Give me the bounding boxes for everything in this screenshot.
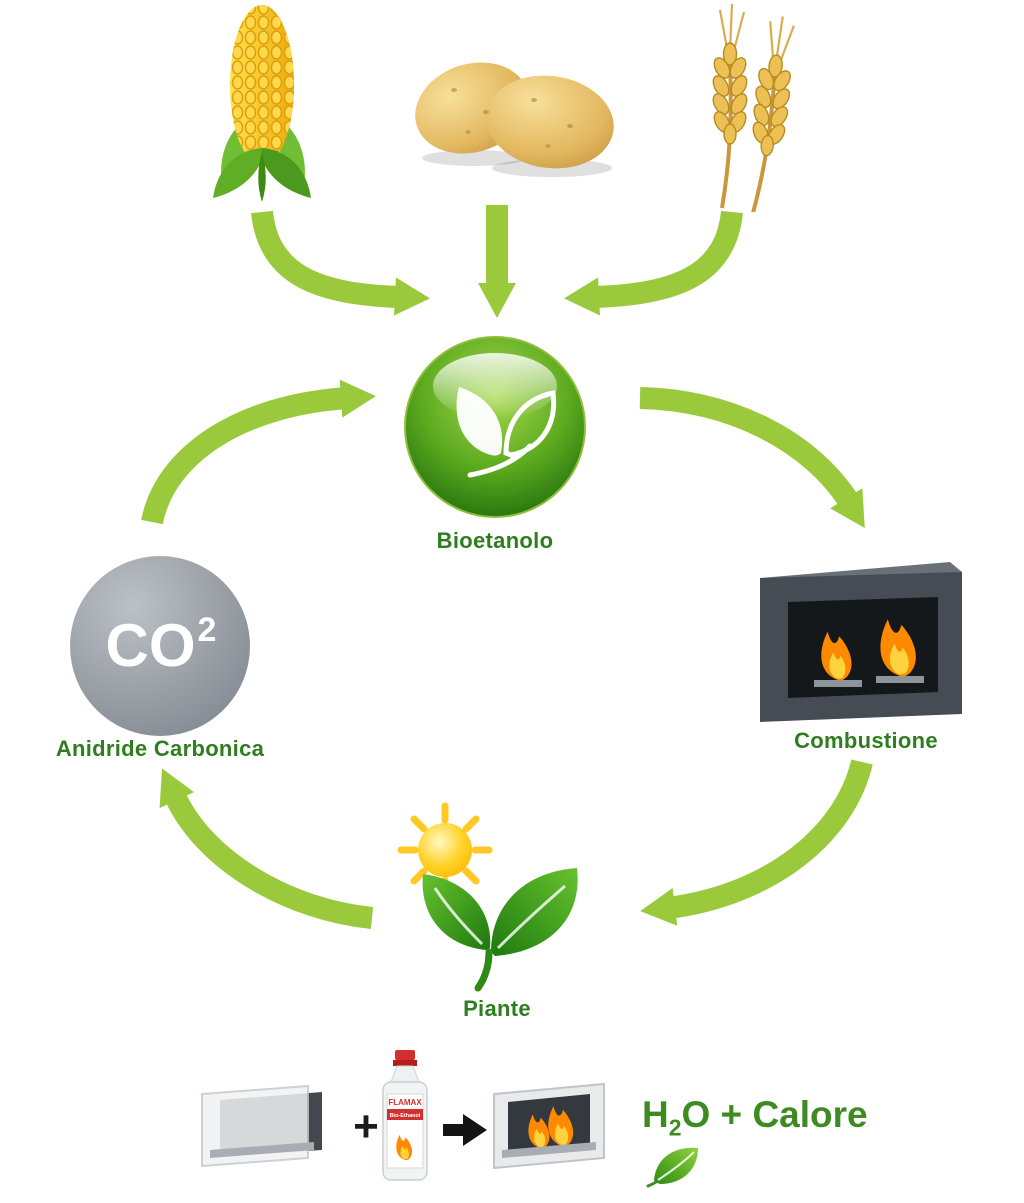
bottle-product-text: Bio-Ethanol: [390, 1113, 421, 1119]
leaf-icon: [646, 1140, 704, 1190]
arrow-plants-to-co2-icon: [154, 761, 374, 935]
plus-sign: +: [353, 1102, 379, 1151]
water-subscript: 2: [668, 1114, 682, 1141]
fireplace-burning-icon: [486, 1080, 634, 1172]
bioethanol-leaf-icon: [402, 334, 588, 520]
wheat-icon: [690, 0, 815, 212]
arrow-bioethanol-to-combustion-icon: [639, 381, 870, 535]
fireplace-icon: [750, 552, 968, 728]
fireplace-empty-icon: [196, 1082, 334, 1170]
arrow-wheat-to-bioethanol-icon: [556, 209, 749, 323]
plant-leaves-icon: [422, 868, 578, 992]
bioetanolo-label: Bioetanolo: [436, 528, 554, 553]
arrow-corn-to-bioethanol-icon: [245, 209, 438, 323]
corn-icon: [205, 0, 320, 205]
potatoes-icon: [402, 42, 617, 184]
bioethanol-bottle-icon: FLAMAX Bio-Ethanol: [374, 1050, 436, 1184]
anidride-carbonica-label: Anidride Carbonica: [55, 736, 265, 761]
bottle-brand-text: FLAMAX: [388, 1098, 422, 1107]
black-arrow-icon: [442, 1110, 488, 1150]
piante-label: Piante: [463, 996, 531, 1021]
co2-superscript: 2: [197, 611, 217, 649]
h2o-calore-text: H2O + Calore: [642, 1094, 868, 1141]
combustione-label: Combustione: [794, 728, 938, 753]
water-rest: O + Calore: [681, 1094, 868, 1135]
water-h: H: [642, 1094, 669, 1135]
sun-icon: [397, 802, 493, 898]
arrow-co2-to-bioethanol-icon: [135, 372, 384, 526]
arrow-combustion-to-plants-icon: [632, 757, 879, 933]
co2-symbol: CO: [105, 612, 196, 679]
arrow-potatoes-to-bioethanol-icon: [471, 205, 523, 326]
plant-sun-icon: [383, 798, 611, 994]
